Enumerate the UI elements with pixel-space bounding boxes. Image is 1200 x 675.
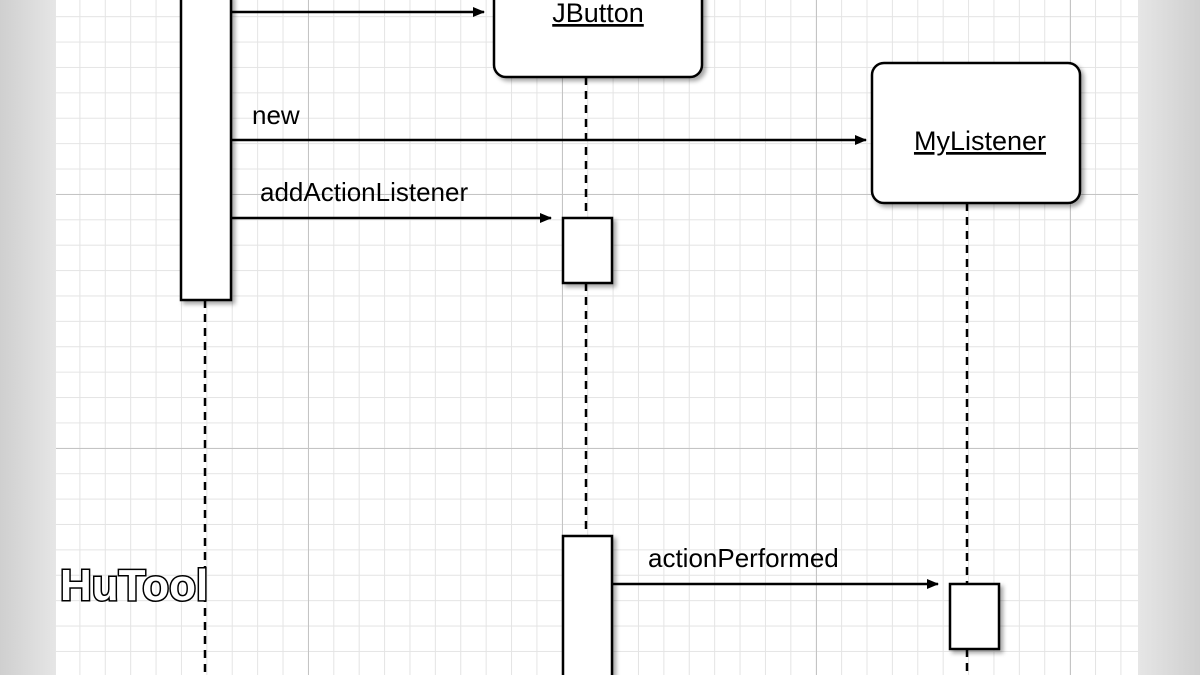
watermark-text: HuTool [60,561,208,610]
watermark: HuTool [59,560,210,612]
caller-lifeline [179,0,233,675]
mylistener-box [870,61,1082,205]
message-label-add: addActionListener [260,177,468,207]
jbutton-activation-1 [561,216,614,285]
mylistener-label: MyListener [914,126,1046,156]
jbutton-box [492,0,704,79]
right-margin [1138,0,1200,675]
mylistener-activation [948,582,1001,651]
jbutton-label: JButton [552,0,644,28]
left-margin [0,0,56,675]
message-label-new: new [252,100,300,130]
jbutton-object: JButton [492,0,704,536]
message-label-action: actionPerformed [648,543,839,573]
mylistener-object: MyListener [870,61,1082,675]
jbutton-activation-2 [561,534,614,675]
caller-activation-bar [179,0,233,302]
